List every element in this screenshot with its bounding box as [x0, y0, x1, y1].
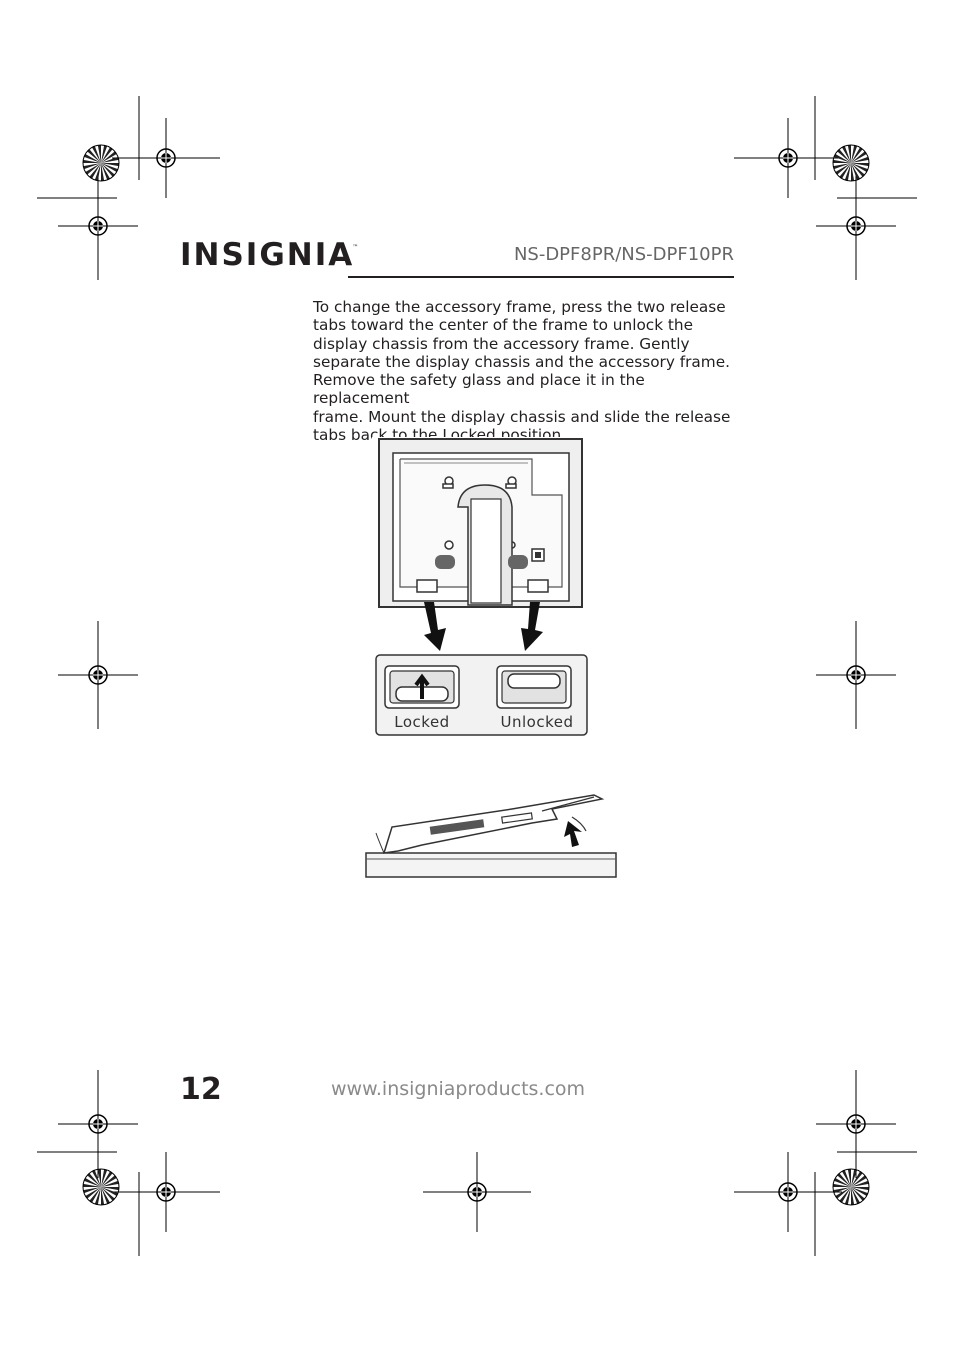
release-tab-left	[416, 579, 438, 593]
registration-crosshair-icon	[844, 663, 868, 687]
registration-crosshair-icon	[844, 1112, 868, 1136]
registration-crosshair-icon	[844, 214, 868, 238]
registration-crosshair-icon	[776, 146, 800, 170]
keyhole-icon	[442, 476, 517, 550]
registration-crosshair-icon	[776, 1180, 800, 1204]
registration-crosshair-icon	[86, 1112, 110, 1136]
page-number: 12	[180, 1072, 222, 1107]
unlocked-label: Unlocked	[501, 713, 574, 731]
logo-text: INSIGNIA	[180, 237, 355, 273]
arrow-down-icon	[424, 602, 446, 651]
arrow-down-icon	[521, 602, 543, 651]
separation-side-view	[365, 794, 617, 878]
registration-crosshair-icon	[86, 663, 110, 687]
registration-crosshair-icon	[154, 146, 178, 170]
insignia-logo: INSIGNIA™	[180, 240, 360, 271]
header-rule	[348, 276, 734, 278]
trademark-symbol: ™	[352, 244, 359, 251]
registration-crosshair-icon	[154, 1180, 178, 1204]
release-tab-right	[527, 579, 549, 593]
website-url[interactable]: www.insigniaproducts.com	[331, 1078, 586, 1100]
locked-label: Locked	[394, 713, 449, 731]
unlocked-tab-icon	[496, 665, 572, 709]
arrow-up-icon	[564, 821, 582, 847]
color-starburst-icon	[82, 1168, 120, 1206]
speaker-grille-icon	[435, 555, 528, 569]
registration-crosshair-icon	[465, 1180, 489, 1204]
instruction-paragraph: To change the accessory frame, press the…	[313, 298, 731, 445]
locked-tab-icon	[384, 665, 460, 709]
accessory-frame-side	[365, 852, 617, 878]
color-starburst-icon	[832, 144, 870, 182]
model-number: NS-DPF8PR/NS-DPF10PR	[513, 244, 734, 265]
release-tabs-diagram: Locked Unlocked	[372, 437, 592, 739]
color-starburst-icon	[82, 144, 120, 182]
color-starburst-icon	[832, 1168, 870, 1206]
registration-crosshair-icon	[86, 214, 110, 238]
